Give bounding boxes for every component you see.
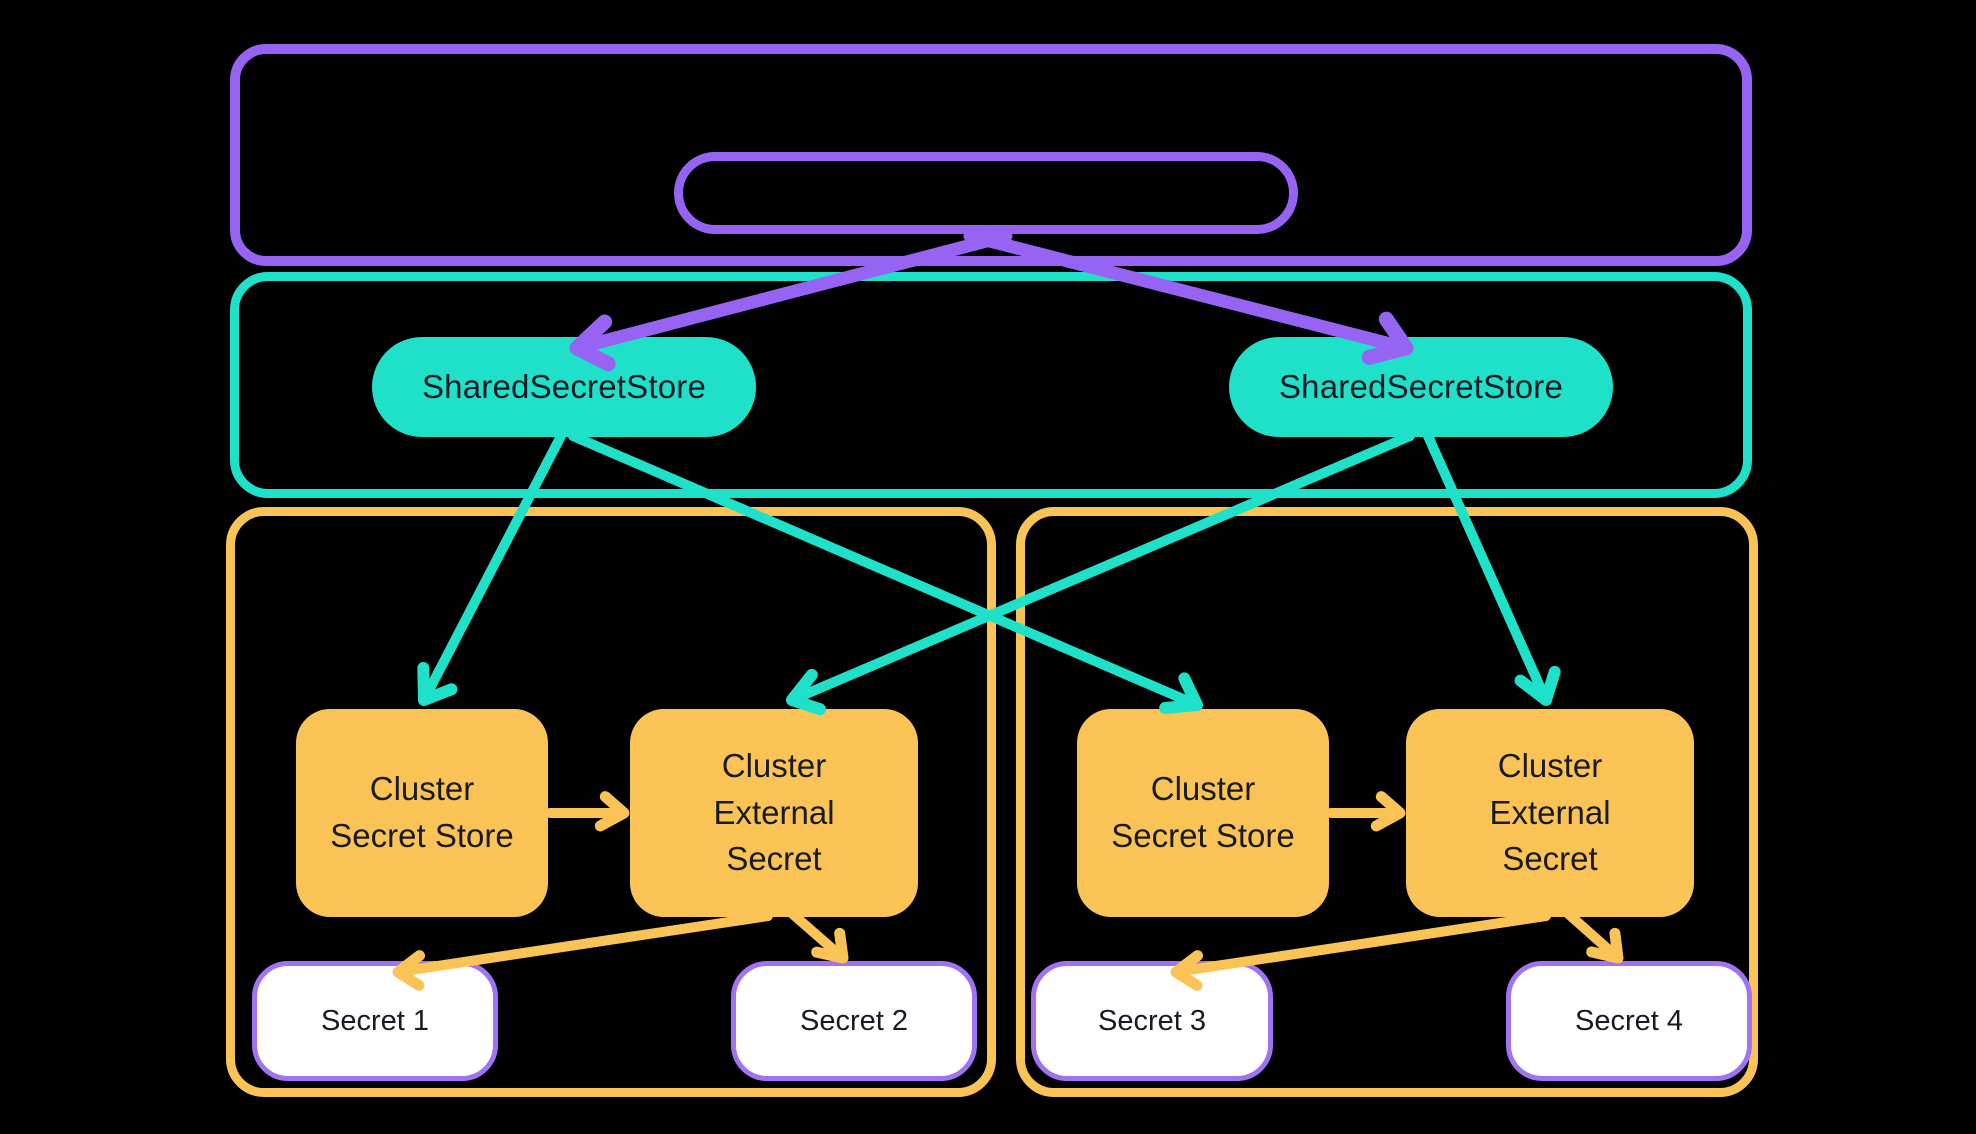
- node-label: SharedSecretStore: [421, 368, 707, 405]
- node-shared-secret-store-left: SharedSecretStore: [372, 337, 756, 437]
- node-secret-4: Secret 4: [1506, 961, 1752, 1081]
- node-cluster-external-secret-left: Cluster External Secret: [630, 709, 918, 917]
- node-cluster-secret-store-right: Cluster Secret Store: [1077, 709, 1329, 917]
- node-label: Cluster Secret Store: [1111, 770, 1295, 854]
- node-label: Cluster External Secret: [713, 746, 835, 878]
- node-label: Secret 4: [1575, 1004, 1683, 1037]
- node-secret-2: Secret 2: [731, 961, 977, 1081]
- node-secret-3: Secret 3: [1031, 961, 1273, 1081]
- node-label: Secret 2: [800, 1004, 908, 1037]
- node-shared-secret-store-right: SharedSecretStore: [1229, 337, 1613, 437]
- node-label: Cluster Secret Store: [330, 770, 514, 854]
- node-label: Secret 3: [1098, 1004, 1206, 1037]
- inner-purple-pill: [674, 152, 1298, 234]
- node-cluster-secret-store-left: Cluster Secret Store: [296, 709, 548, 917]
- node-secret-1: Secret 1: [252, 961, 498, 1081]
- node-label: Cluster External Secret: [1489, 746, 1611, 878]
- node-cluster-external-secret-right: Cluster External Secret: [1406, 709, 1694, 917]
- node-label: SharedSecretStore: [1278, 368, 1564, 405]
- node-label: Secret 1: [321, 1004, 429, 1037]
